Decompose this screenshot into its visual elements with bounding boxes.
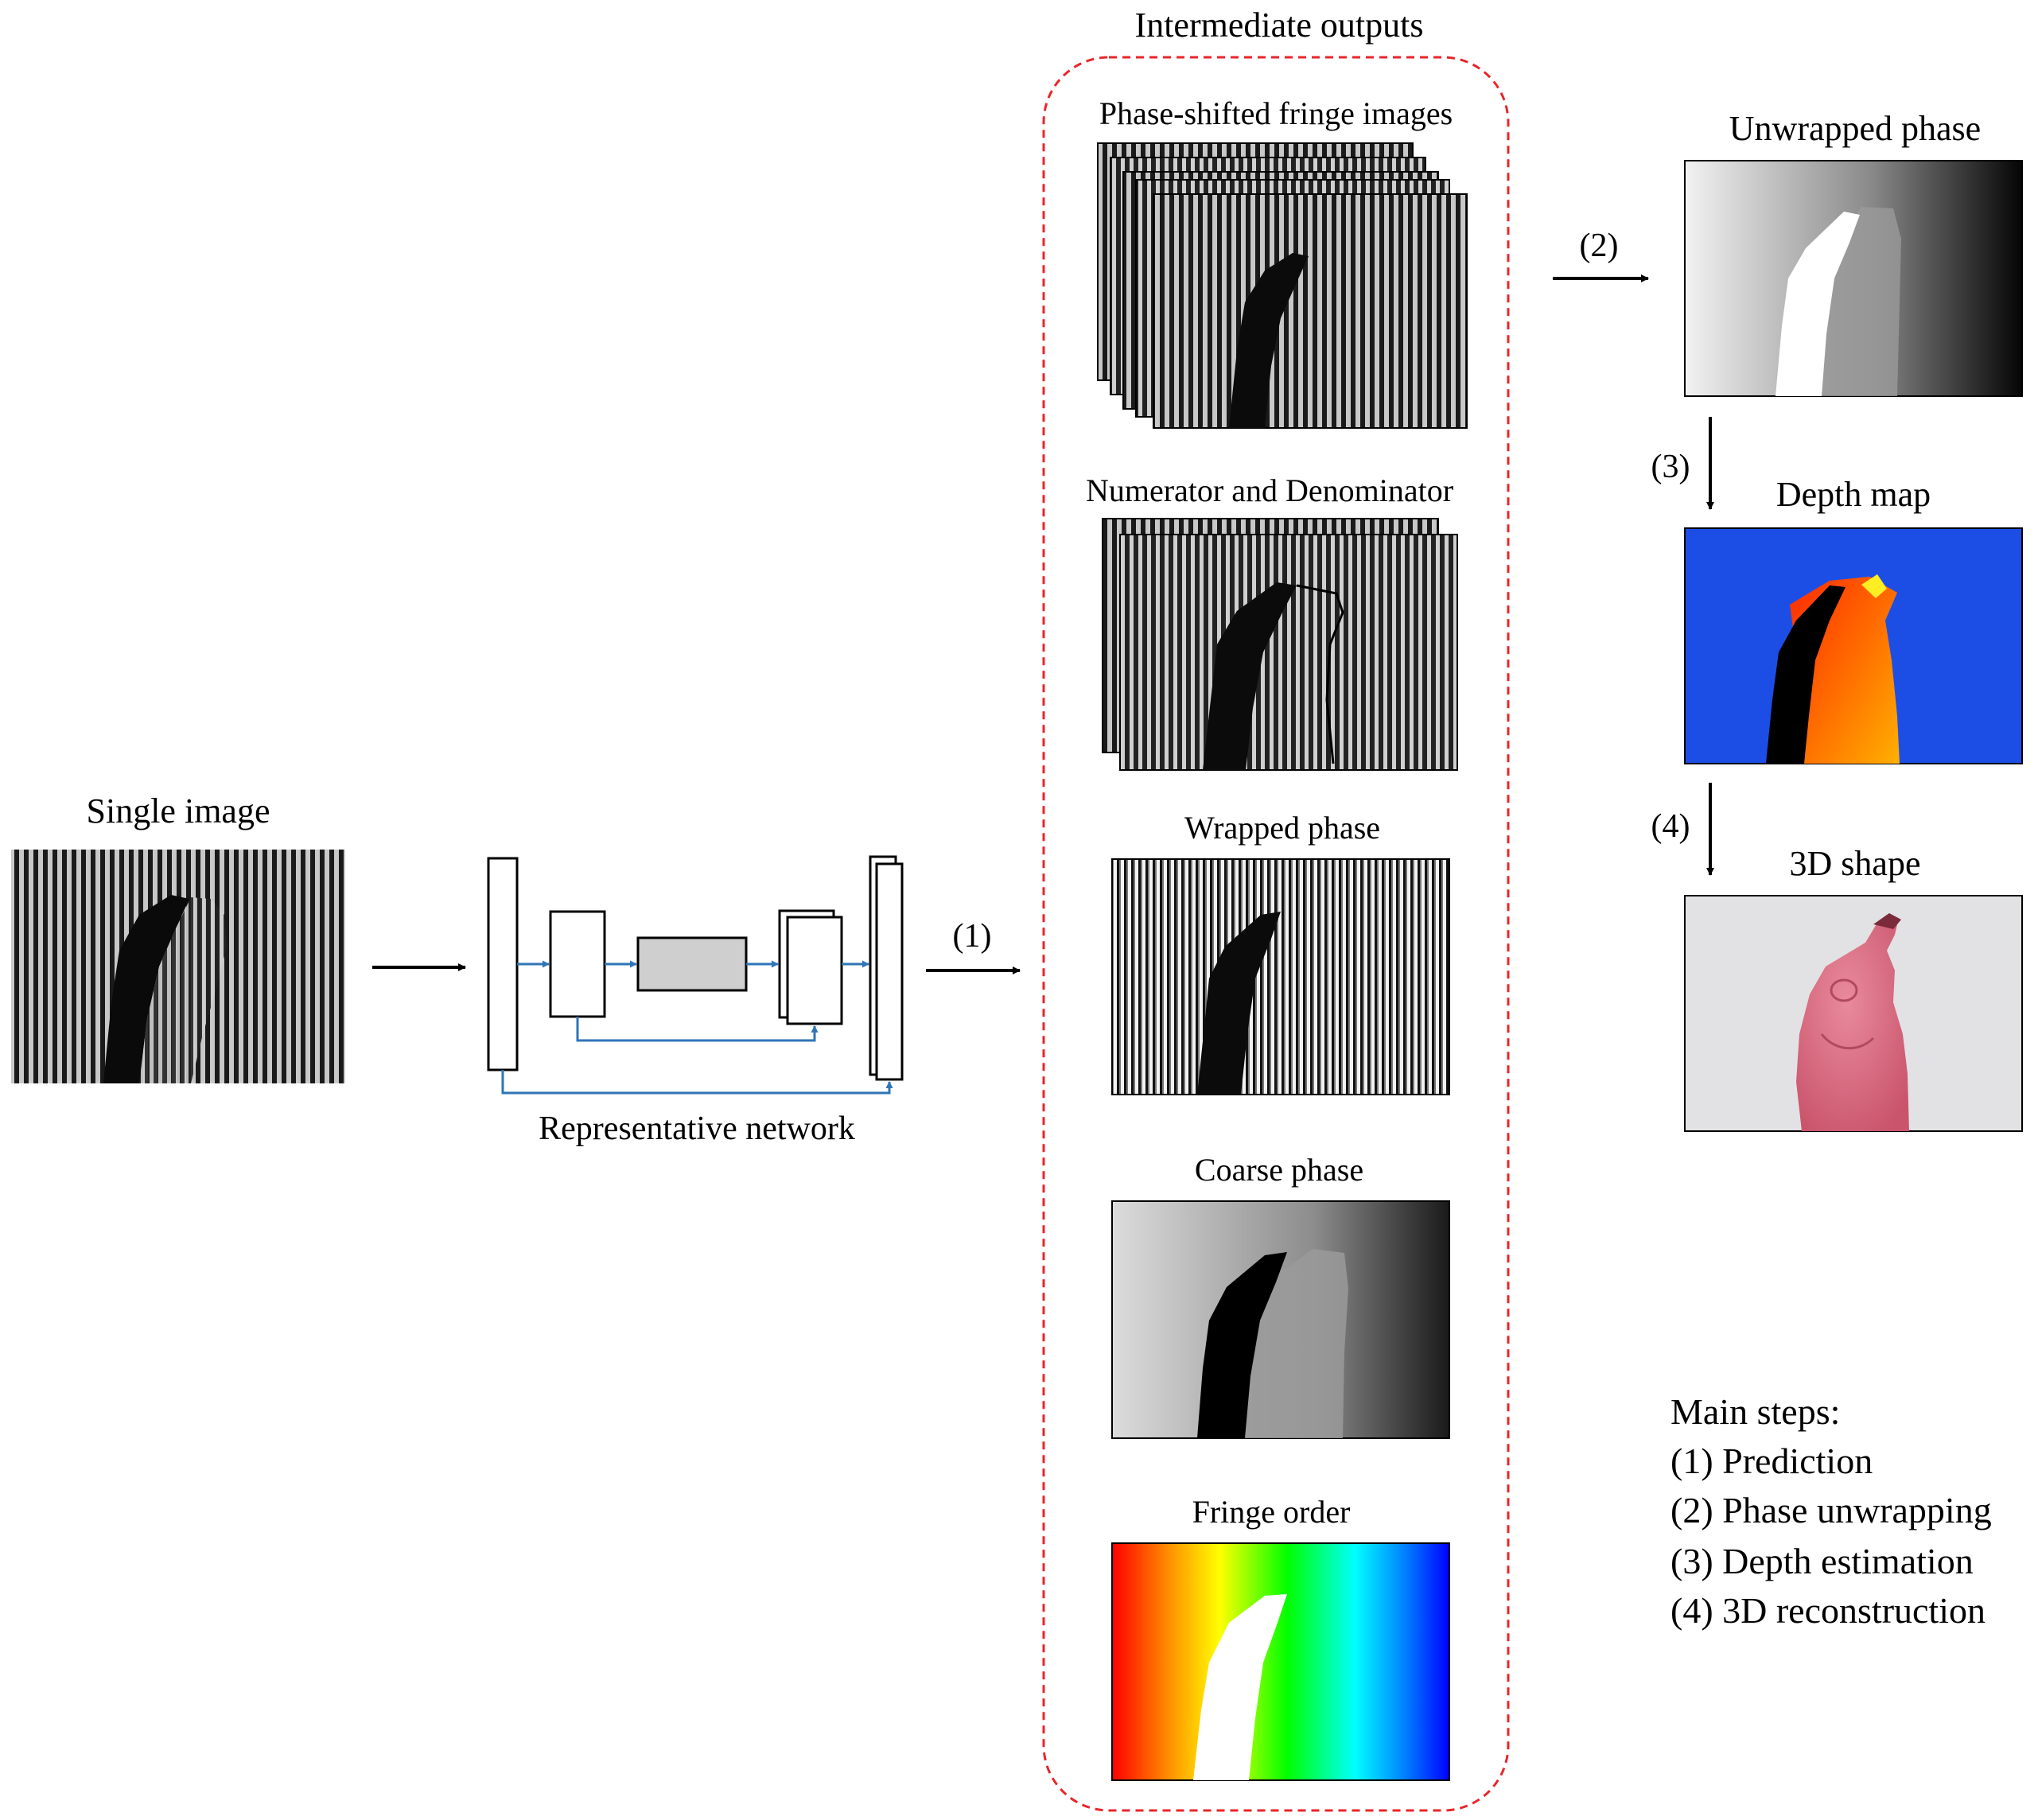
- network-diagram: [487, 855, 904, 1095]
- network-bottleneck-block: [636, 936, 748, 992]
- main-step-item: (4) 3D reconstruction: [1670, 1590, 1985, 1631]
- numerator-denominator-stack: [1102, 518, 1458, 771]
- depth-map-label: Depth map: [1776, 475, 1931, 514]
- network-decoder-block: [786, 916, 843, 1025]
- step-3-label: (3): [1651, 449, 1690, 485]
- 3d-shape-label: 3D shape: [1790, 844, 1921, 883]
- wrapped-phase-image: [1111, 858, 1450, 1095]
- phase-shifted-label: Phase-shifted fringe images: [1099, 95, 1453, 131]
- 3d-shape-image: [1684, 895, 2023, 1132]
- main-step-item: (3) Depth estimation: [1670, 1541, 1974, 1581]
- unwrapped-phase-label: Unwrapped phase: [1729, 109, 1981, 148]
- main-steps-legend: Main steps: (1) Prediction (2) Phase unw…: [1670, 1391, 1992, 1631]
- coarse-phase-label: Coarse phase: [1195, 1152, 1363, 1188]
- numerator-denominator-label: Numerator and Denominator: [1086, 472, 1453, 508]
- coarse-phase-image: [1111, 1200, 1450, 1439]
- network-input-layer: [487, 857, 519, 1071]
- unwrapped-phase-image: [1684, 160, 2023, 397]
- main-step-item: (2) Phase unwrapping: [1670, 1490, 1992, 1530]
- main-steps-title: Main steps:: [1670, 1391, 1840, 1432]
- network-skip-connection: [576, 1017, 819, 1042]
- fringe-order-image: [1111, 1542, 1450, 1781]
- intermediate-outputs-box: [1042, 56, 1510, 1812]
- network-skip-connection: [501, 1070, 893, 1095]
- step-2-label: (2): [1580, 228, 1619, 264]
- wrapped-phase-label: Wrapped phase: [1184, 810, 1380, 846]
- depth-map-image: [1684, 527, 2023, 764]
- intermediate-outputs-title: Intermediate outputs: [1135, 6, 1424, 45]
- step-4-label: (4): [1651, 808, 1690, 845]
- fringe-order-label: Fringe order: [1192, 1494, 1351, 1530]
- step-1-label: (1): [953, 918, 992, 955]
- main-step-item: (1) Prediction: [1670, 1441, 1873, 1481]
- single-image: [11, 850, 345, 1083]
- single-image-label: Single image: [87, 791, 270, 830]
- phase-shifted-stack: [1097, 142, 1468, 429]
- network-output-layer: [875, 862, 904, 1081]
- network-label: Representative network: [539, 1110, 855, 1147]
- network-encoder-block: [549, 910, 606, 1018]
